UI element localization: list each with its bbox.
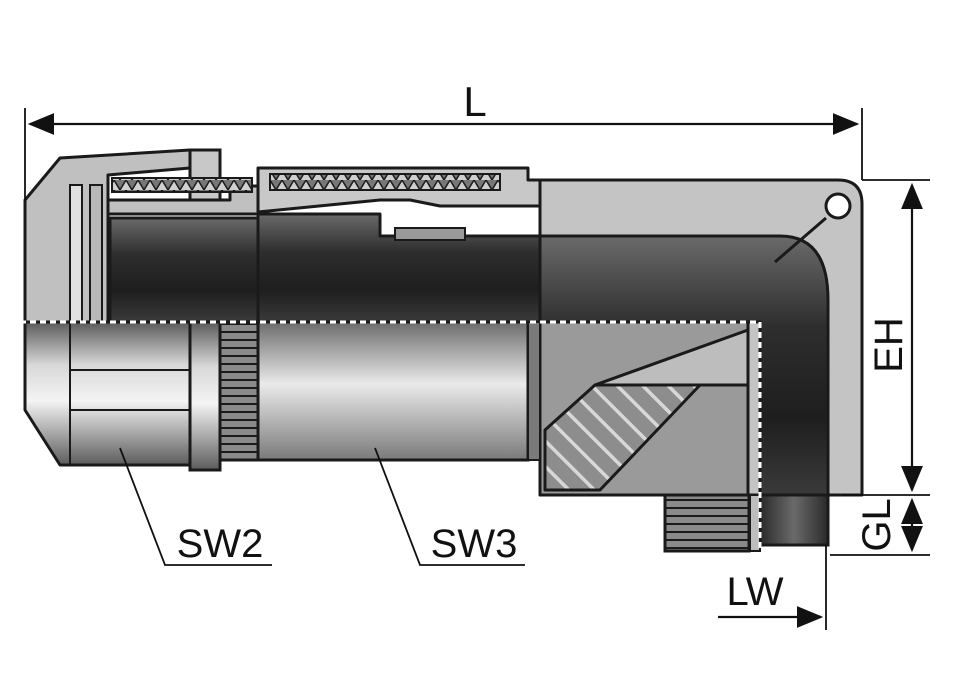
dimension-gl: GL: [830, 497, 930, 556]
elbow-housing: [538, 178, 864, 553]
dimension-lw: LW: [718, 545, 827, 630]
centerline: [10, 320, 762, 560]
pivot-hole: [824, 192, 852, 220]
leader-sw3: SW3: [374, 447, 525, 566]
label-gl: GL: [855, 498, 899, 551]
leader-sw2: SW2: [119, 447, 272, 566]
sw2-hex: [23, 320, 192, 467]
dimension-eh: EH: [842, 179, 930, 496]
label-l: L: [463, 78, 486, 125]
outlet-core: [758, 493, 830, 547]
outlet-thread: [663, 493, 751, 553]
middle-body: [256, 166, 542, 462]
label-lw: LW: [726, 570, 783, 614]
dimension-l: L: [24, 78, 863, 200]
label-sw3: SW3: [431, 522, 518, 566]
label-eh: EH: [867, 317, 911, 373]
sw3-hex: [256, 320, 530, 462]
cap-nut: [23, 148, 260, 467]
label-sw2: SW2: [177, 522, 264, 566]
